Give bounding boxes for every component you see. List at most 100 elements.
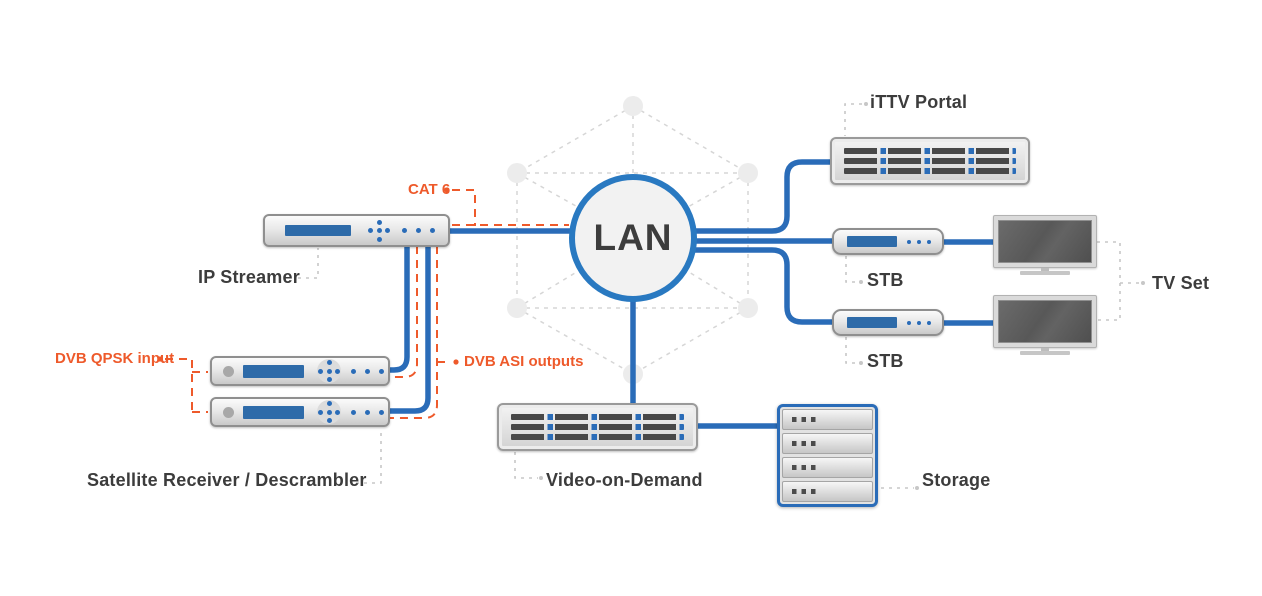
dvb-qpsk-annotation: DVB QPSK input [55, 350, 175, 367]
front-panel-buttons [351, 368, 384, 374]
storage-array [777, 404, 878, 507]
dpad-dot [318, 409, 323, 415]
tv-neck [1041, 348, 1049, 351]
ip-streamer-device [263, 214, 450, 247]
ittv-portal-label: iTTV Portal [870, 92, 968, 112]
asi-dashed-runs [390, 246, 438, 419]
dpad-dot [376, 236, 382, 242]
storage-callout-dot [915, 486, 919, 490]
led-dot [917, 239, 921, 244]
storage-label: Storage [922, 470, 991, 490]
led-dot [365, 368, 370, 374]
cable-lan-stb2 [633, 247, 834, 325]
tv-frame [993, 295, 1097, 348]
led-dot [402, 228, 407, 233]
stb-label-2: STB [867, 351, 904, 371]
front-panel-buttons [907, 320, 931, 325]
ittv-callout-dot [864, 102, 868, 106]
satellite-receiver-2 [210, 397, 390, 427]
dpad-dot [376, 219, 382, 225]
drive-tray [782, 457, 873, 478]
dpad-dot [335, 409, 340, 415]
cables [389, 159, 996, 429]
cable-lan-ittv [633, 159, 832, 234]
led-dot [927, 239, 931, 244]
dpad-dot [326, 360, 332, 365]
cable-streamer-receiver2 [389, 246, 431, 414]
dpad-dot [385, 228, 390, 233]
qpsk-callout-line [165, 358, 208, 413]
stb2-callout [845, 337, 858, 364]
tv-frame [993, 215, 1097, 268]
stb1-callout-dot [859, 280, 863, 284]
led-dot [365, 409, 370, 415]
receiver-knob [223, 365, 234, 377]
lan-hub-label: LAN [593, 217, 673, 258]
cat6-callout-dot [444, 187, 450, 193]
label-callouts [298, 102, 1145, 490]
drive-tray [782, 409, 873, 430]
front-panel-buttons [402, 228, 435, 233]
tv-set-callout-dot [1141, 281, 1145, 285]
asi-run-receiver1 [390, 246, 418, 378]
receiver-knob [223, 406, 234, 418]
satellite-receiver-label: Satellite Receiver / Descrambler [87, 470, 367, 490]
stb2-callout-dot [859, 361, 863, 365]
mesh-node [738, 163, 758, 183]
stb-label-1: STB [867, 270, 904, 290]
asi-run-receiver2 [390, 246, 438, 419]
stb-display [847, 236, 897, 247]
front-panel-buttons [907, 239, 931, 244]
ittv-callout [844, 103, 862, 136]
led-dot [917, 320, 921, 325]
dpad-buttons [317, 400, 341, 424]
receiver-display [243, 364, 304, 378]
vod-callout-dot [539, 476, 543, 480]
asi-callout-dot [453, 359, 459, 365]
mesh-edge [632, 105, 749, 174]
satellite-callout [356, 429, 382, 484]
dpad-buttons [317, 359, 341, 383]
video-on-demand-label: Video-on-Demand [546, 470, 703, 490]
cat6-annotation: CAT 6 [408, 181, 451, 198]
led-dot [416, 228, 421, 233]
drive-tray [782, 433, 873, 454]
mesh-edge [516, 307, 634, 375]
front-panel-buttons [351, 409, 384, 415]
dpad-dot [326, 401, 332, 406]
dpad-dot [326, 418, 332, 423]
dpad-dot [318, 368, 323, 374]
port-row [844, 158, 1016, 164]
tray-leds [792, 465, 817, 470]
tv-screen [998, 300, 1092, 343]
orange-callouts [157, 187, 569, 413]
mesh-node [623, 96, 643, 116]
stb-device-2 [832, 309, 944, 336]
tv-screen [998, 220, 1092, 263]
tray-leds [792, 489, 817, 494]
mesh-node [507, 163, 527, 183]
stb-device-1 [832, 228, 944, 255]
lan-hub: LAN [569, 174, 697, 302]
stb1-callout [845, 256, 858, 283]
tv-stand [1020, 351, 1070, 355]
qpsk-callout-dot [157, 356, 163, 362]
mesh-edge [516, 105, 634, 174]
port-row [844, 148, 1016, 154]
led-dot [351, 368, 356, 374]
drive-tray [782, 481, 873, 502]
ip-streamer-label: IP Streamer [198, 267, 300, 287]
led-dot [379, 409, 384, 415]
tv-set-2 [993, 295, 1097, 355]
port-row [511, 424, 684, 430]
cable-streamer-receiver1 [389, 246, 410, 373]
led-dot [430, 228, 435, 233]
dpad-dot [326, 368, 332, 374]
video-on-demand-server [497, 403, 698, 451]
receiver-display [243, 405, 304, 419]
tv-set-1 [993, 215, 1097, 275]
tv-set-label: TV Set [1152, 273, 1210, 293]
led-dot [927, 320, 931, 325]
cat6-callout-line [452, 189, 476, 226]
